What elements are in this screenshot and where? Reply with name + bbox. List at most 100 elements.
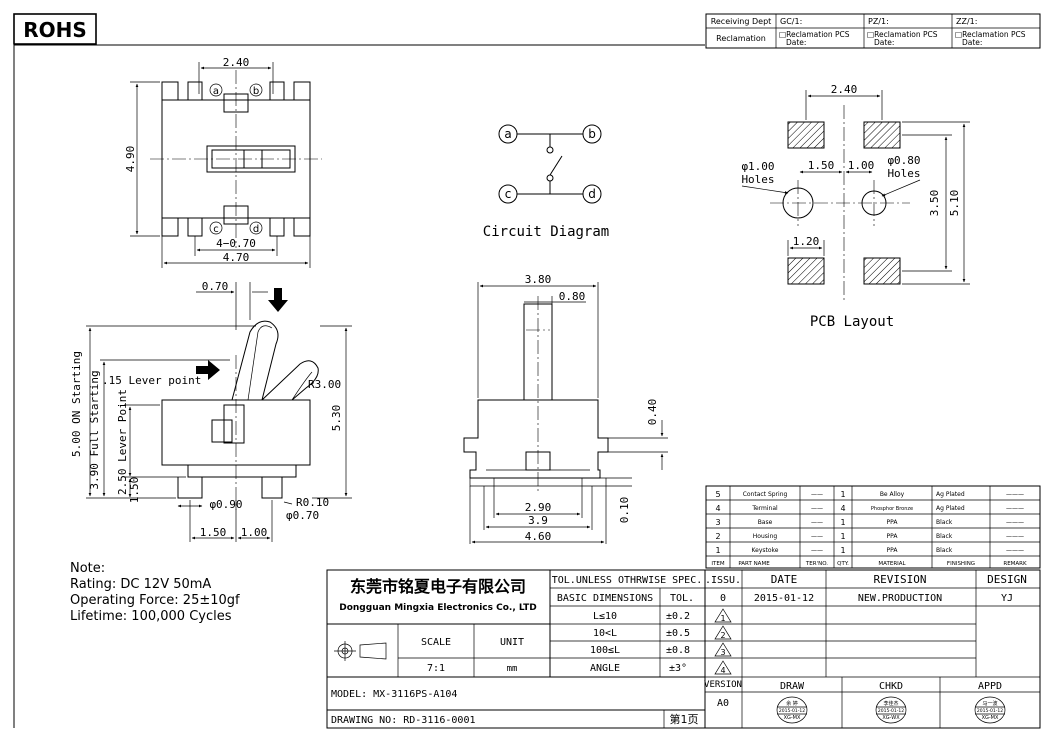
bom-material-1: PPA	[887, 547, 899, 554]
svg-text:2015-01-12: 2015-01-12	[779, 708, 805, 714]
pcb-dim-120: 1.20	[793, 235, 820, 248]
svg-text:2015-01-12: 2015-01-12	[878, 708, 904, 714]
svg-text:1: 1	[720, 614, 725, 623]
circuit-pin-d: d	[588, 187, 596, 201]
bom-qty-5: 1	[840, 490, 845, 499]
note-rating: Rating: DC 12V 50mA	[70, 577, 211, 592]
bom-part-5: Contact Spring	[743, 491, 788, 498]
design-header: DESIGN	[987, 573, 1027, 586]
reclamation-pz-2: Date:	[874, 38, 894, 47]
tol-range-4: ANGLE	[590, 663, 620, 674]
bom-material-2: PPA	[887, 533, 899, 540]
tol-value-1: ±0.2	[666, 611, 690, 622]
bom-ter-3: ——	[811, 519, 823, 526]
company-cn: 东莞市铭夏电子有限公司	[350, 577, 526, 596]
tol-range-1: L≤10	[593, 611, 617, 622]
pcb-pad-1	[787, 121, 825, 149]
pcb-hole-left-label: Holes	[741, 173, 774, 186]
bom-part-4: Terminal	[751, 505, 778, 512]
side-dim-on-starting: 5.00 ON Starting	[70, 351, 83, 457]
rev-mark-1: 1	[714, 608, 732, 623]
bom-part-2: Housing	[753, 533, 778, 540]
side-dim-100h: 1.00	[241, 526, 268, 539]
side-dim-530: 5.30	[330, 405, 343, 432]
bom-finish-5: Ag Plated	[936, 491, 965, 498]
basic-dimensions-label: BASIC DIMENSIONS	[557, 593, 653, 604]
tol-value-2: ±0.5	[666, 628, 690, 639]
bom-header-part: PART NAME	[738, 561, 770, 567]
unit-value: mm	[507, 664, 518, 674]
svg-text:4: 4	[720, 666, 725, 675]
side-dim-150v: 1.50	[128, 477, 141, 504]
tol-value-3: ±0.8	[666, 645, 690, 656]
bom-item-5: 5	[715, 490, 720, 499]
bom-qty-2: 1	[840, 532, 845, 541]
version-header: VERSION	[704, 680, 742, 690]
pcb-caption: PCB Layout	[810, 314, 894, 330]
bom-header-finishing: FINISHING	[947, 561, 975, 567]
tol-range-2: 10<L	[593, 628, 617, 639]
bom-item-3: 3	[715, 518, 720, 527]
unit-label: UNIT	[500, 637, 524, 648]
date-value: 2015-01-12	[754, 593, 814, 604]
rev-mark-2: 2	[714, 625, 732, 640]
bom-qty-4: 4	[840, 504, 845, 513]
issu-header: .ISSU.	[705, 575, 741, 586]
svg-text:XG-MX: XG-MX	[982, 715, 999, 721]
bom-table: 5 Contact Spring —— 1 Be Alloy Ag Plated…	[705, 485, 1041, 569]
receiving-zz: ZZ/1:	[956, 17, 977, 26]
page-number: 第1页	[670, 712, 699, 726]
bom-header-remark: REMARK	[1003, 561, 1027, 567]
top-dim-240: 2.40	[223, 56, 250, 69]
bom-remark-1: ———	[1006, 547, 1024, 554]
circuit-pin-b: b	[588, 127, 596, 141]
front-dim-010: 0.10	[618, 497, 631, 524]
reclamation-label: Reclamation	[716, 34, 766, 43]
pcb-dim-100: 1.00	[848, 159, 875, 172]
front-dim-460: 4.60	[525, 530, 552, 543]
svg-text:2015-01-12: 2015-01-12	[977, 708, 1003, 714]
receiving-table: Receiving Dept Reclamation GC/1: PZ/1: Z…	[705, 13, 1041, 49]
front-view: 3.80 0.80 0.40 0.10 2.90 3.9 4.60	[463, 273, 668, 544]
front-dim-080: 0.80	[559, 290, 586, 303]
model-number: MODEL: MX-3116PS-A104	[331, 689, 457, 700]
circuit-pin-c: c	[505, 187, 512, 201]
top-pin-c: c	[213, 224, 219, 235]
svg-text:李佳杰: 李佳杰	[883, 700, 898, 707]
side-dim-150h: 1.50	[200, 526, 227, 539]
appd-header: APPD	[978, 681, 1002, 692]
receiving-gc: GC/1:	[780, 17, 802, 26]
pcb-dim-150: 1.50	[808, 159, 835, 172]
reclamation-gc-2: Date:	[786, 38, 806, 47]
bom-qty-1: 1	[840, 546, 845, 555]
pcb-pad-2	[863, 121, 901, 149]
bom-material-5: Be Alloy	[880, 491, 905, 498]
front-dim-290: 2.90	[525, 501, 552, 514]
bom-header-material: MATERIAL	[878, 561, 906, 567]
reclamation-gc-1: □Reclamation PCS	[779, 30, 850, 39]
date-header: DATE	[771, 573, 798, 586]
scale-label: SCALE	[421, 637, 451, 648]
note-operating-force: Operating Force: 25±10gf	[70, 593, 240, 608]
revision-value: NEW.PRODUCTION	[858, 593, 942, 604]
bom-finish-4: Ag Plated	[936, 505, 965, 512]
pcb-dim-510: 5.10	[948, 190, 961, 217]
front-dim-39: 3.9	[528, 514, 548, 527]
top-dim-pitch: 4−0.70	[216, 237, 256, 250]
svg-text:XG-WX: XG-WX	[882, 715, 900, 721]
rohs-badge: ROHS	[13, 13, 97, 45]
design-value: YJ	[1001, 593, 1013, 604]
chkd-stamp: 李佳杰 2015-01-12 XG-WX	[875, 696, 907, 724]
circuit-pin-a: a	[504, 127, 511, 141]
side-dim-r010: R0.10	[296, 496, 329, 509]
side-dim-phi070: φ0.70	[286, 509, 319, 522]
pcb-dim-350: 3.50	[928, 190, 941, 217]
side-dim-phi090: φ0.90	[209, 498, 242, 511]
circuit-diagram: a b c d Circuit Diagram	[483, 124, 609, 240]
svg-text:余 婷: 余 婷	[786, 700, 798, 707]
top-pin-a: a	[213, 86, 219, 97]
rev-mark-4: 4	[714, 660, 732, 675]
tol-value-4: ±3°	[669, 663, 687, 674]
scale-value: 7:1	[427, 663, 445, 674]
reclamation-zz-2: Date:	[962, 38, 982, 47]
